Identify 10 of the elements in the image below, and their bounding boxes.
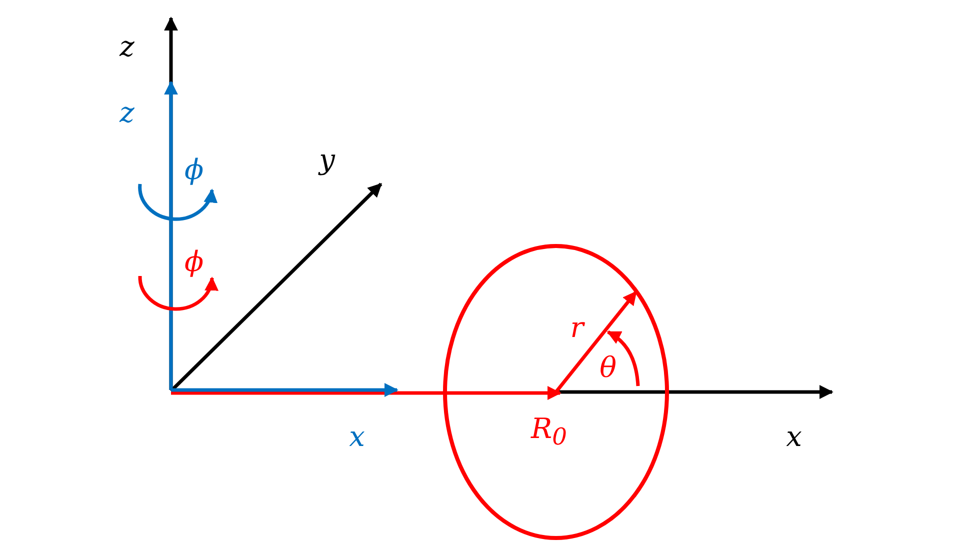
axis-label: ϕ	[184, 156, 204, 184]
axis-label: θ	[600, 354, 616, 382]
axis-label: r	[570, 314, 584, 342]
axis-label: x	[349, 423, 365, 451]
axis-label: x	[786, 423, 802, 451]
axis-label: z	[120, 99, 134, 127]
axis-label: y	[319, 146, 335, 174]
axis-label: z	[120, 33, 134, 61]
axis-label: R$_{0}$	[531, 415, 567, 449]
axis-label: ϕ	[184, 248, 204, 276]
